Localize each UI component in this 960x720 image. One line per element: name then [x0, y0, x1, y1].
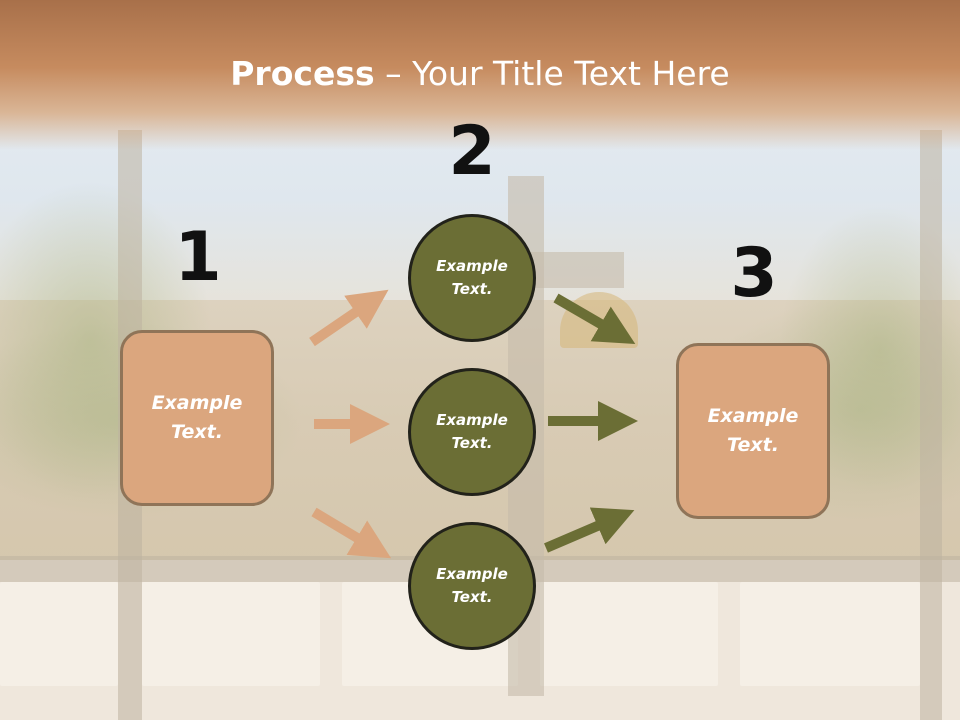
- circle-1-label: Example Text.: [436, 257, 508, 298]
- step-box-1-label: Example Text.: [151, 392, 243, 443]
- window-pane: [540, 582, 718, 686]
- title-bold: Process: [230, 54, 375, 93]
- step-box-3-label: Example Text.: [707, 405, 799, 456]
- window-pane: [142, 582, 320, 686]
- step-number-2: 2: [448, 112, 496, 191]
- step-box-3: Example Text.: [676, 343, 830, 519]
- header-band: [0, 0, 960, 150]
- window-pane: [0, 582, 118, 686]
- circle-1: Example Text.: [408, 214, 536, 342]
- slide-title: Process – Your Title Text Here: [0, 52, 960, 96]
- circle-2-label: Example Text.: [436, 411, 508, 452]
- window-pane: [740, 582, 920, 686]
- circle-3-label: Example Text.: [436, 565, 508, 606]
- circle-2: Example Text.: [408, 368, 536, 496]
- step-number-1: 1: [174, 218, 222, 297]
- arrow-step1-to-circle1: [309, 289, 389, 347]
- step-number-3: 3: [730, 234, 778, 313]
- arrow-circle3-to-step3: [544, 507, 635, 553]
- arrow-circle1-to-step3: [553, 293, 636, 345]
- arrow-step1-to-circle3: [311, 507, 392, 559]
- step-box-1: Example Text.: [120, 330, 274, 506]
- title-rest: – Your Title Text Here: [374, 54, 730, 93]
- circle-3: Example Text.: [408, 522, 536, 650]
